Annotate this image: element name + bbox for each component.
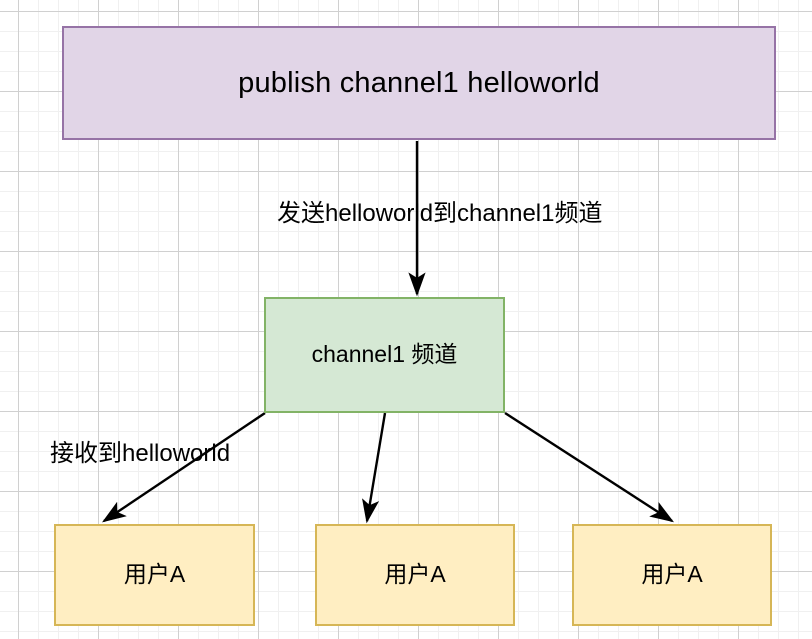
user-node-2[interactable]: 用户A [315,524,515,626]
edge-label-channel-to-user: 接收到helloworld [50,440,231,467]
channel-node[interactable]: channel1 频道 [264,297,505,413]
user-node-3[interactable]: 用户A [572,524,772,626]
edge-label-publish-to-channel: 发送helloworld到channel1频道 [277,200,603,227]
edge-channel-to-user-2 [362,412,387,524]
edge-channel-to-user-3 [504,411,675,523]
channel-node-label: channel1 频道 [311,341,458,368]
user-node-2-label: 用户A [384,561,446,588]
user-node-1[interactable]: 用户A [54,524,255,626]
publish-command-label: publish channel1 helloworld [238,66,600,99]
user-node-3-label: 用户A [641,561,703,588]
publish-command-node[interactable]: publish channel1 helloworld [62,26,776,140]
user-node-1-label: 用户A [123,561,186,588]
